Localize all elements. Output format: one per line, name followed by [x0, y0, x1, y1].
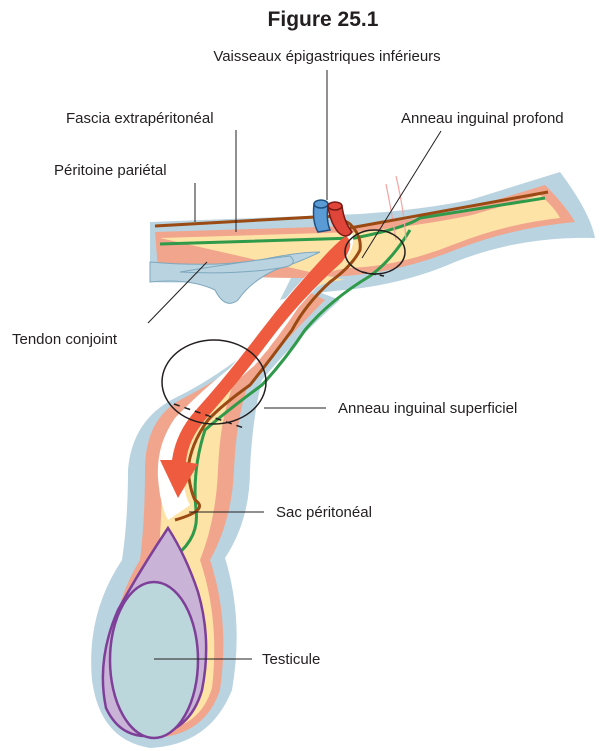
label-vessels: Vaisseaux épigastriques inférieurs — [213, 48, 440, 65]
label-testis: Testicule — [262, 651, 320, 668]
label-tendon: Tendon conjoint — [12, 331, 118, 348]
label-superficial-ring: Anneau inguinal superficiel — [338, 400, 517, 417]
label-sac: Sac péritonéal — [276, 504, 372, 521]
testis — [110, 582, 198, 738]
labels: Vaisseaux épigastriques inférieurs Fasci… — [12, 48, 564, 668]
epigastric-artery-end — [328, 202, 342, 210]
figure-title: Figure 25.1 — [268, 8, 379, 31]
label-peritoneum: Péritoine pariétal — [54, 162, 167, 179]
label-fascia: Fascia extrapéritonéal — [66, 110, 214, 127]
label-deep-ring: Anneau inguinal profond — [401, 110, 564, 127]
epigastric-vein-end — [314, 200, 328, 208]
